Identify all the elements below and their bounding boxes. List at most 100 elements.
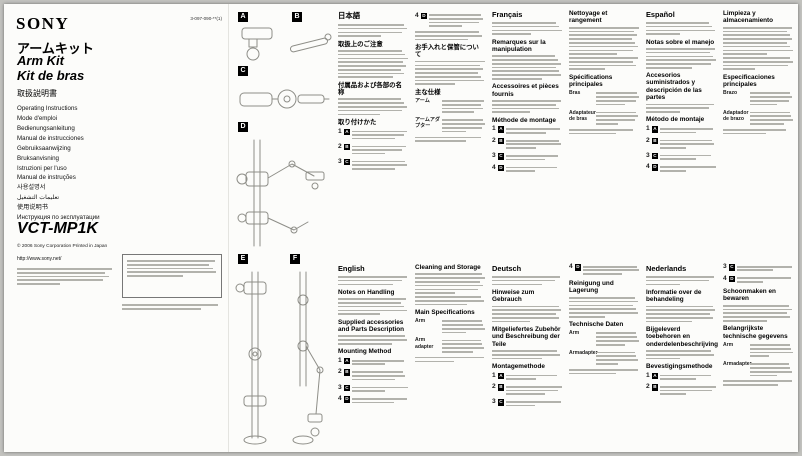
text-block bbox=[352, 159, 408, 172]
text-block bbox=[723, 57, 793, 71]
diagram-e-pole bbox=[235, 271, 267, 445]
text-block bbox=[750, 110, 793, 127]
fine-print-block bbox=[122, 302, 222, 312]
text-line bbox=[352, 160, 406, 163]
text-line bbox=[415, 136, 481, 139]
text-block bbox=[596, 90, 639, 107]
text-line bbox=[352, 374, 406, 377]
text-line bbox=[492, 55, 555, 58]
text-line bbox=[569, 26, 639, 29]
diagram-ref: C bbox=[497, 399, 505, 406]
column-english-1: English Notes on Handling Supplied acces… bbox=[338, 264, 408, 408]
text-line bbox=[492, 283, 543, 286]
text-line bbox=[338, 335, 405, 338]
text-line bbox=[569, 296, 635, 299]
diagram-ref: A bbox=[497, 372, 505, 380]
section-heading: Informatie over de behandeling bbox=[646, 288, 702, 304]
text-line bbox=[569, 49, 633, 52]
column-dutch-1: Nederlands Informatie over de behandelin… bbox=[646, 264, 718, 399]
text-line bbox=[646, 111, 680, 113]
text-line bbox=[569, 60, 633, 63]
section-heading: Main Specifications bbox=[415, 308, 475, 316]
text-line bbox=[660, 139, 713, 142]
text-line bbox=[723, 308, 792, 311]
text-line bbox=[415, 303, 467, 306]
text-block bbox=[569, 26, 639, 55]
text-line bbox=[723, 304, 789, 307]
text-line bbox=[415, 140, 467, 142]
text-line bbox=[596, 119, 636, 121]
text-line bbox=[415, 72, 478, 74]
text-block bbox=[723, 128, 793, 135]
text-line bbox=[352, 164, 408, 167]
language-label: Nederlands bbox=[646, 264, 687, 273]
text-line bbox=[352, 137, 396, 140]
text-line bbox=[646, 276, 714, 278]
step-number: 4 bbox=[415, 11, 419, 19]
text-line bbox=[127, 263, 209, 266]
column-german-1: Deutsch Hinweise zum Gebrauch Mitgeliefe… bbox=[492, 264, 562, 411]
text-line bbox=[352, 167, 395, 170]
text-line bbox=[723, 128, 786, 131]
text-line bbox=[596, 343, 626, 346]
text-line bbox=[569, 64, 636, 67]
manual-label-ja: 取扱説明書 bbox=[17, 89, 57, 98]
text-line bbox=[492, 74, 562, 76]
step-number: 1 bbox=[338, 356, 342, 364]
text-line bbox=[596, 115, 639, 118]
text-line bbox=[492, 276, 560, 278]
spec-row: Arm bbox=[723, 342, 793, 359]
text-line bbox=[338, 72, 404, 75]
diagram-b-rod bbox=[289, 33, 332, 53]
text-line bbox=[569, 45, 638, 48]
language-item: Инструкция по эксплуатации bbox=[17, 214, 100, 222]
column-english-2: Cleaning and Storage Main Specifications… bbox=[415, 264, 485, 364]
step-number: 2 bbox=[492, 383, 496, 391]
step-number: 2 bbox=[646, 383, 650, 391]
text-line bbox=[596, 340, 639, 342]
text-line bbox=[122, 307, 201, 310]
spec-row: アームアダプター bbox=[415, 117, 485, 134]
text-line bbox=[583, 273, 622, 275]
text-line bbox=[506, 170, 536, 172]
text-block bbox=[646, 103, 716, 113]
text-block bbox=[338, 276, 408, 286]
text-line bbox=[569, 372, 616, 375]
text-line bbox=[415, 299, 484, 302]
diagram-ref: A bbox=[651, 372, 659, 380]
step-number: 1 bbox=[646, 125, 650, 133]
text-line bbox=[569, 312, 639, 314]
paper-sheet: SONY 3-097-090-**(1) アームキット Arm Kit Kit … bbox=[4, 4, 798, 452]
text-block bbox=[415, 356, 485, 363]
language-list: Operating Instructions Mode d'emploi Bed… bbox=[17, 104, 100, 223]
text-line bbox=[660, 374, 711, 377]
text-block bbox=[492, 100, 562, 114]
column-french-2: Nettoyage et rangement Spécifications pr… bbox=[569, 10, 639, 136]
text-line bbox=[415, 288, 478, 291]
section-heading: 主な仕様 bbox=[415, 88, 441, 96]
text-line bbox=[750, 115, 792, 118]
text-line bbox=[660, 169, 686, 172]
text-line bbox=[646, 55, 714, 58]
spec-label: Armadapter bbox=[723, 361, 752, 368]
diagram-f-arm bbox=[292, 271, 324, 445]
text-line bbox=[750, 92, 791, 95]
text-line bbox=[646, 357, 680, 360]
text-block bbox=[415, 296, 485, 306]
spec-label: Adaptador de brazo bbox=[723, 109, 749, 122]
step-number: 1 bbox=[646, 371, 650, 379]
text-block bbox=[723, 380, 793, 386]
spec-label: Brazo bbox=[723, 90, 738, 97]
text-line bbox=[750, 351, 793, 354]
text-line bbox=[338, 109, 402, 112]
text-line bbox=[352, 378, 395, 381]
text-line bbox=[506, 378, 536, 380]
text-line bbox=[583, 269, 639, 272]
step-number: 4 bbox=[338, 395, 342, 403]
